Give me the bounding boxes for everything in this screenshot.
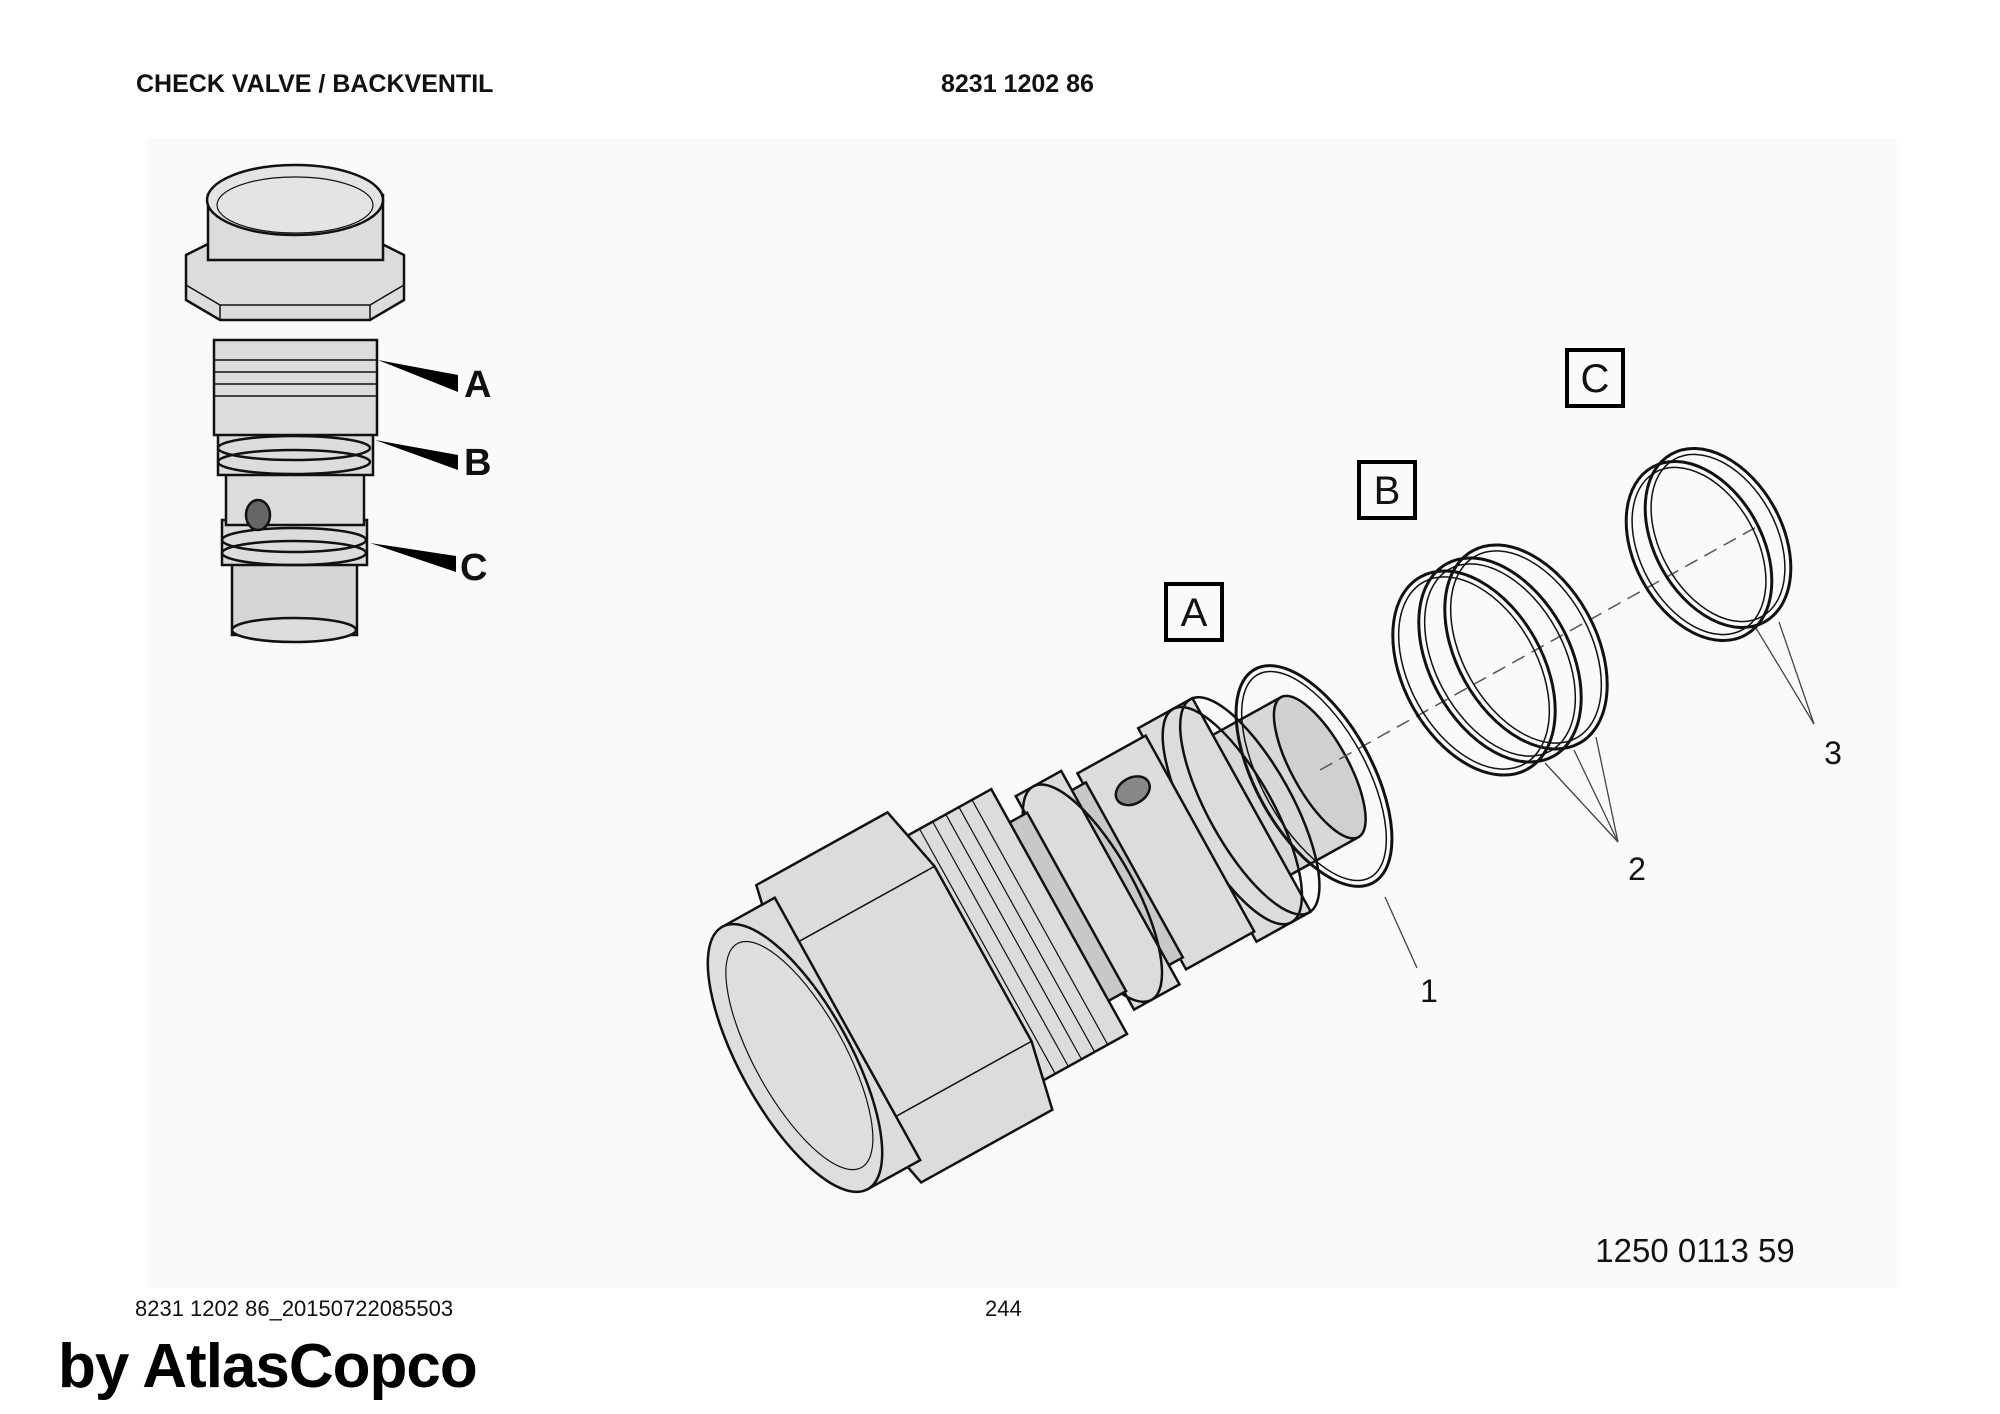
boxed-label-a: A — [1181, 591, 1208, 635]
overview-label-a: A — [464, 364, 491, 406]
part-number: 8231 1202 86 — [941, 70, 1094, 98]
o-ring-1 — [1234, 664, 1394, 888]
pointer-c — [370, 543, 456, 572]
ring-set-3 — [1624, 446, 1793, 643]
box-a — [1164, 582, 1224, 642]
pointer-a — [378, 360, 458, 392]
callout-1: 1 — [1420, 973, 1438, 1009]
page-number: 244 — [985, 1296, 1022, 1321]
pointer-b — [375, 440, 458, 470]
boxed-label-c: C — [1581, 357, 1610, 401]
leader-lines — [1384, 621, 1815, 969]
callout-3: 3 — [1824, 735, 1842, 771]
ring-set-2 — [1391, 543, 1609, 777]
document-title: CHECK VALVE / BACKVENTIL — [136, 70, 494, 98]
valve-body — [706, 694, 1367, 1194]
box-b — [1357, 460, 1417, 520]
callout-2: 2 — [1628, 851, 1646, 887]
box-c — [1565, 348, 1625, 408]
drawing-number: 1250 0113 59 — [1595, 1232, 1794, 1269]
overview-label-b: B — [464, 442, 491, 484]
boxed-label-b: B — [1374, 469, 1401, 513]
overview-label-c: C — [460, 547, 487, 589]
footer-file-id: 8231 1202 86_20150722085503 — [135, 1296, 454, 1321]
watermark: by AtlasCopco — [58, 1332, 478, 1401]
overview-valve — [184, 163, 406, 644]
